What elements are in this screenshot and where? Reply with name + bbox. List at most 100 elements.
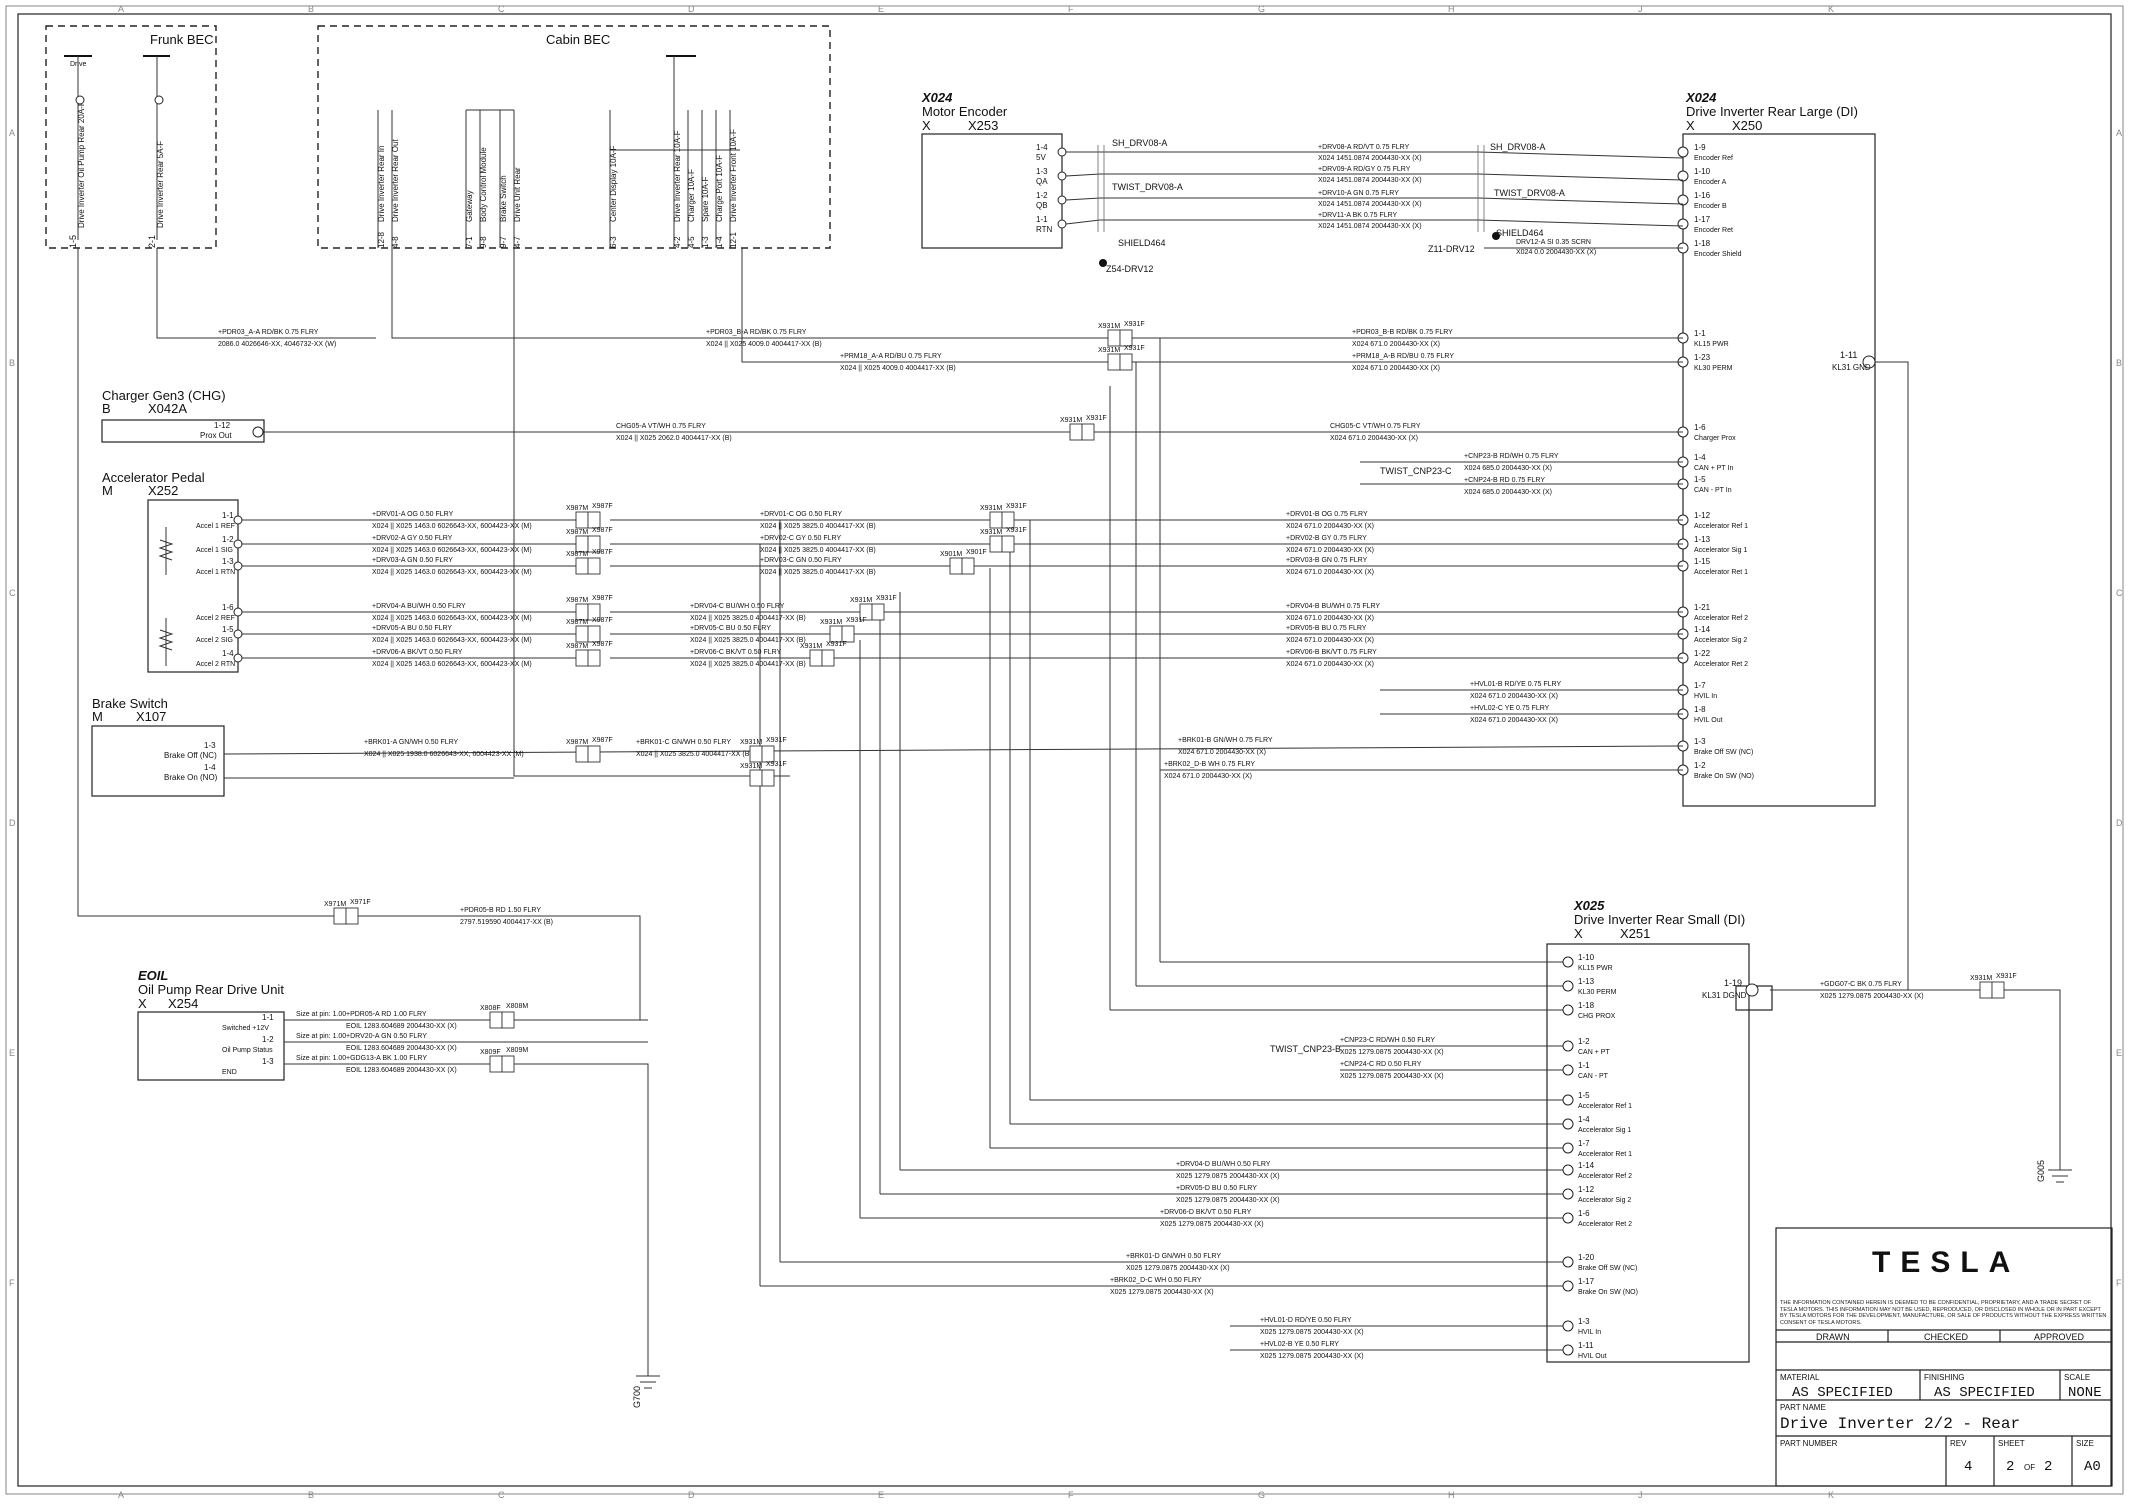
acc-pin-label-2: Accel 1 RTN	[196, 569, 235, 576]
oil-pin-label-2: END	[222, 1069, 237, 1076]
di-small-gnd-num: 1-19	[1724, 978, 1742, 988]
inline-m-7: X987M	[566, 619, 588, 626]
small-wire-4: +DRV06-D BK/VT 0.50 FLRY	[1160, 1209, 1252, 1216]
inline-f-18: X971F	[350, 899, 371, 906]
kl15-a-label: +PDR03_A-A RD/BK 0.75 FLRY	[218, 329, 319, 336]
enc-wire-sub-3: X024 1451.0874 2004430-XX (X)	[1318, 223, 1422, 230]
drive-inverter-rear-large: X024 Drive Inverter Rear Large (DI) X X2…	[1428, 90, 1876, 807]
grid-col-J: J	[1638, 4, 1643, 14]
brake-switch: Brake Switch M X107 1-3 Brake Off (NC) 1…	[91, 696, 225, 797]
dis-pin-num-8: 1-14	[1578, 1161, 1595, 1170]
cabin-pin-7: 4-2	[673, 236, 682, 248]
ground-g700-label: G700	[632, 1386, 642, 1408]
frunk-feed-oilpump: Drive Inverter Oil Pump Rear 20A-F	[77, 101, 86, 228]
dis-pin-label-5: Accelerator Ref 1	[1578, 1103, 1632, 1110]
cabin-feed-9: Spare 10A-F	[701, 177, 710, 222]
frunk-pin-2: 2-1	[147, 235, 157, 248]
acc-pin-num-4: 1-5	[222, 625, 234, 634]
dis-pin-num-9: 1-12	[1578, 1185, 1595, 1194]
frunk-bec: Frunk BEC Drive Drive Inverter Oil Pump …	[45, 25, 217, 249]
dis-pin-label-0: KL15 PWR	[1578, 965, 1613, 972]
oil-2-sub: EOIL 1283.604689 2004430-XX (X)	[346, 1045, 457, 1052]
can-p-label: +CNP23-B RD/WH 0.75 FLRY	[1464, 453, 1559, 460]
grid-col-G: G	[1258, 1490, 1265, 1500]
inline-m-17: X931M	[740, 763, 762, 770]
title-scale: NONE	[2068, 1385, 2102, 1401]
enc-wire-1: +DRV09-A RD/GY 0.75 FLRY	[1318, 166, 1411, 173]
accel-conn: X252	[148, 483, 178, 498]
enc-pin-label-2: QB	[1036, 201, 1048, 210]
kl15-di-sub: X024 671.0 2004430-XX (X)	[1352, 341, 1440, 348]
dis-pin-num-3: 1-2	[1578, 1037, 1590, 1046]
dis-pin-num-10: 1-6	[1578, 1209, 1590, 1218]
dis-pin-label-9: Accelerator Sig 2	[1578, 1197, 1631, 1204]
charger-pin-num: 1-12	[214, 421, 231, 430]
kl30-a-label: +PRM18_A-A RD/BU 0.75 FLRY	[840, 353, 942, 360]
inline-f-6: X987F	[592, 595, 613, 602]
title-finishing: AS SPECIFIED	[1934, 1385, 2035, 1401]
inline-m-19: X808F	[480, 1005, 501, 1012]
dis-pin-label-7: Accelerator Ret 1	[1578, 1151, 1632, 1158]
acc-b-2: +DRV03-B GN 0.75 FLRY	[1286, 557, 1368, 564]
inline-m-4: X987M	[566, 529, 588, 536]
grid-row-D: D	[9, 818, 16, 828]
enc-pin-num-0: 1-4	[1036, 143, 1048, 152]
brk-b2-sub: X024 671.0 2004430-XX (X)	[1164, 773, 1252, 780]
dil-sh-label: SH_DRV08-A	[1490, 142, 1545, 152]
brk-c1-label: +BRK01-C GN/WH 0.50 FLRY	[636, 739, 731, 746]
acc-a-4: +DRV05-A BU 0.50 FLRY	[372, 625, 452, 632]
brk-a-sub: X024 || X025 1938.0 6026643-XX, 6004423-…	[364, 751, 524, 758]
brk-c-sub: X024 || X025 3825.0 4004417-XX (B)	[636, 751, 752, 758]
cabin-bec: Cabin BEC Drive Inverter Rear In12-8Driv…	[317, 25, 831, 249]
acc-b-sub-5: X024 671.0 2004430-XX (X)	[1286, 661, 1374, 668]
chg-c-sub: X024 671.0 2004430-XX (X)	[1330, 435, 1418, 442]
small-wire-1: +CNP24-C RD 0.50 FLRY	[1340, 1061, 1422, 1068]
small-wire-6: +BRK02_D-C WH 0.50 FLRY	[1110, 1277, 1202, 1284]
cabin-pin-5: 4-7	[513, 236, 522, 248]
grid-row-B: B	[2116, 358, 2122, 368]
frunk-bec-title: Frunk BEC	[150, 32, 214, 47]
title-size-label: SIZE	[2076, 1439, 2094, 1448]
acc-c-sub-3: X024 || X025 3825.0 4004417-XX (B)	[690, 615, 806, 622]
title-sheet-label: SHEET	[1998, 1439, 2025, 1448]
sheet-border	[5, 5, 2124, 1495]
grid-col-C: C	[498, 4, 505, 14]
can-m-sub: X024 685.0 2004430-XX (X)	[1464, 489, 1552, 496]
acc-pin-label-0: Accel 1 REF	[196, 523, 235, 530]
hvil2-label: +HVL02-C YE 0.75 FLRY	[1470, 705, 1550, 712]
acc-a-0: +DRV01-A OG 0.50 FLRY	[372, 511, 454, 518]
cabin-feed-2: Gateway	[465, 190, 474, 222]
motor-encoder: X024 Motor Encoder X X253 1-45V1-3QA1-2Q…	[921, 90, 1183, 274]
inline-f-19: X808M	[506, 1003, 528, 1010]
inline-m-18: X971M	[324, 901, 346, 908]
enc-wire-sub-1: X024 1451.0874 2004430-XX (X)	[1318, 177, 1422, 184]
dis-pin-label-8: Accelerator Ref 2	[1578, 1173, 1632, 1180]
kl30-di-sub: X024 671.0 2004430-XX (X)	[1352, 365, 1440, 372]
grid-row-C: C	[2116, 588, 2123, 598]
grid-row-C: C	[9, 588, 16, 598]
chg-a-label: CHG05-A VT/WH 0.75 FLRY	[616, 423, 706, 430]
inline-m-5: X987M	[566, 551, 588, 558]
inline-m-21: X931M	[1970, 975, 1992, 982]
cabin-pin-11: 12-1	[729, 231, 738, 248]
acc-b-sub-1: X024 671.0 2004430-XX (X)	[1286, 547, 1374, 554]
dil-pin-num-14: 1-14	[1694, 625, 1711, 634]
cabin-pin-10: 1-4	[715, 236, 724, 248]
frunk-pin-1: 1-5	[68, 235, 78, 248]
acc-pin-label-1: Accel 1 SIG	[196, 547, 233, 554]
dil-pin-label-4: Encoder Shield	[1694, 251, 1742, 258]
dil-pin-num-7: 1-6	[1694, 423, 1706, 432]
kl30-a-sub: X024 || X025 4009.0 4004417-XX (B)	[840, 365, 956, 372]
chg-a-sub: X024 || X025 2062.0 4004417-XX (B)	[616, 435, 732, 442]
inline-m-8: X987M	[566, 643, 588, 650]
tesla-logo: TESLA	[1872, 1246, 2020, 1279]
inline-f-15: X987F	[592, 737, 613, 744]
charger-pin-label: Prox Out	[200, 431, 232, 440]
oil-feed-label: +PDR05-B RD 1.50 FLRY	[460, 907, 541, 914]
enc-pin-label-1: QA	[1036, 177, 1048, 186]
dil-pin-label-16: HVIL In	[1694, 693, 1717, 700]
